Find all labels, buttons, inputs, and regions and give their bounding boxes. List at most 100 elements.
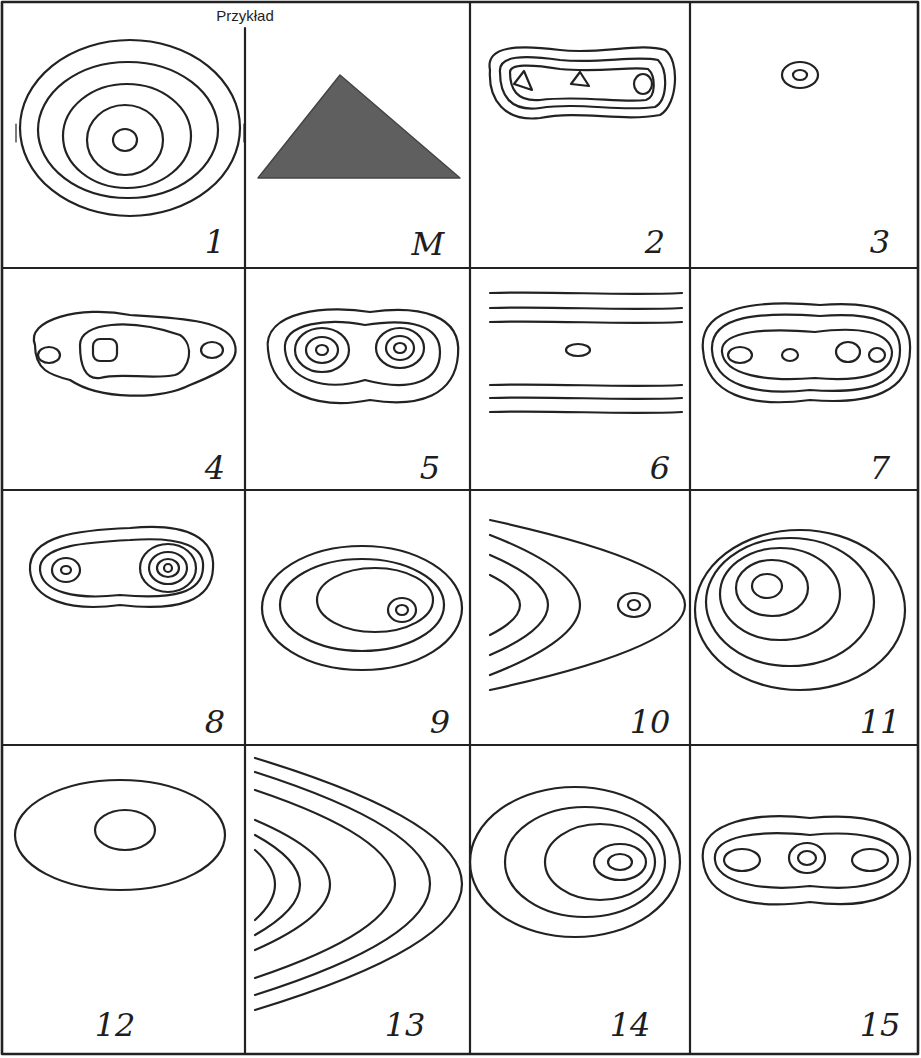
- contour-twin-peaks: [30, 527, 213, 607]
- contour-spur: [490, 555, 548, 655]
- contour-twin-peaks: [157, 559, 179, 577]
- figure-number: M: [412, 228, 445, 260]
- mountain-profile: [258, 75, 460, 178]
- contour-spur: [255, 790, 395, 978]
- contour-ridge: [836, 342, 860, 362]
- figure-number: 6: [650, 452, 670, 484]
- contour-hill: [706, 538, 874, 666]
- figure-number: 8: [205, 706, 225, 738]
- table-grid: [2, 489, 918, 491]
- contour-hill: [15, 124, 16, 142]
- contour-hill: [594, 844, 646, 880]
- contour-spur: [255, 758, 462, 1010]
- contour-hill: [720, 548, 840, 640]
- table-grid: [2, 267, 918, 269]
- contour-plateau: [280, 559, 444, 651]
- figure-number: 14: [610, 1009, 651, 1041]
- contour-ridge: [634, 74, 652, 94]
- contour-spur: [490, 575, 520, 635]
- contour-ridge: [510, 66, 654, 101]
- contour-valley: [490, 293, 682, 413]
- contour-ridge: [703, 303, 910, 402]
- figure-number: 15: [860, 1009, 901, 1041]
- figure-number: 12: [95, 1009, 136, 1041]
- contour-hill: [63, 84, 191, 188]
- contour-twin-peaks: [40, 539, 203, 596]
- figure-number: 5: [420, 452, 440, 484]
- figure-number: 9: [430, 706, 450, 738]
- contour-ridge: [722, 330, 892, 379]
- contour-ridge: [728, 347, 752, 363]
- contour-twin-peaks: [61, 566, 71, 574]
- contour-ridge: [34, 312, 236, 396]
- contour-ridge: [852, 849, 888, 871]
- contour-twin-peaks: [386, 336, 414, 360]
- contour-ridge: [490, 47, 675, 118]
- contour-valley: [566, 344, 590, 356]
- figure-number: 10: [630, 706, 671, 738]
- contour-ridge: [571, 72, 589, 86]
- figure-number: 7: [870, 452, 890, 484]
- contour-ridge: [80, 325, 189, 379]
- contour-hill: [752, 574, 782, 598]
- contour-hill: [470, 787, 680, 937]
- contour-hill: [95, 810, 155, 850]
- contour-spur: [490, 520, 685, 690]
- figure-number: 3: [870, 226, 890, 258]
- contour-knoll: [782, 62, 818, 88]
- contour-ridge: [712, 315, 900, 392]
- contour-twin-peaks: [52, 558, 80, 582]
- contour-spur: [490, 535, 580, 675]
- contour-twin-peaks: [376, 328, 424, 368]
- contour-valley: [490, 293, 682, 294]
- contour-ridge: [514, 71, 532, 90]
- contour-ridge: [724, 849, 760, 871]
- contour-plateau: [317, 568, 433, 632]
- contour-hill: [113, 129, 137, 151]
- contour-ridge: [703, 816, 910, 904]
- contour-hill: [608, 854, 632, 870]
- contour-twin-peaks: [268, 309, 459, 403]
- table-grid: [469, 2, 471, 1054]
- contour-ridge: [38, 347, 60, 363]
- contour-spur: [255, 850, 275, 920]
- contour-plateau: [262, 546, 462, 670]
- contour-hill: [736, 560, 808, 616]
- contour-ridge: [201, 342, 223, 358]
- contour-hill: [545, 824, 655, 900]
- contour-ridge: [703, 816, 910, 904]
- contour-spur: [255, 835, 300, 935]
- contour-spur: [490, 520, 685, 690]
- contour-hill: [15, 780, 225, 890]
- figure-number: 1: [205, 226, 225, 258]
- contour-hill: [505, 807, 665, 917]
- figure-number: 2: [645, 226, 665, 258]
- figure-number: 13: [385, 1009, 426, 1041]
- contour-plateau: [396, 605, 408, 615]
- contour-twin-peaks: [295, 328, 349, 372]
- contour-hill: [16, 40, 244, 216]
- contour-ridge: [34, 312, 236, 396]
- contour-valley: [490, 412, 682, 413]
- contour-spur: [255, 758, 462, 1010]
- contour-hill: [87, 105, 163, 175]
- contour-twin-peaks: [149, 552, 187, 584]
- contour-ridge: [703, 303, 910, 402]
- contour-ridge: [798, 851, 816, 865]
- contour-twin-peaks: [140, 544, 196, 592]
- contour-hill: [470, 787, 680, 937]
- contour-ridge: [93, 339, 117, 361]
- contour-valley: [490, 308, 682, 309]
- contour-hill: [243, 124, 244, 142]
- contour-hill: [38, 62, 218, 198]
- figure-number: 11: [860, 706, 901, 738]
- contour-valley: [490, 322, 682, 323]
- contour-ridge: [500, 57, 665, 108]
- table-grid: [689, 2, 691, 1054]
- contour-spur: [618, 593, 650, 617]
